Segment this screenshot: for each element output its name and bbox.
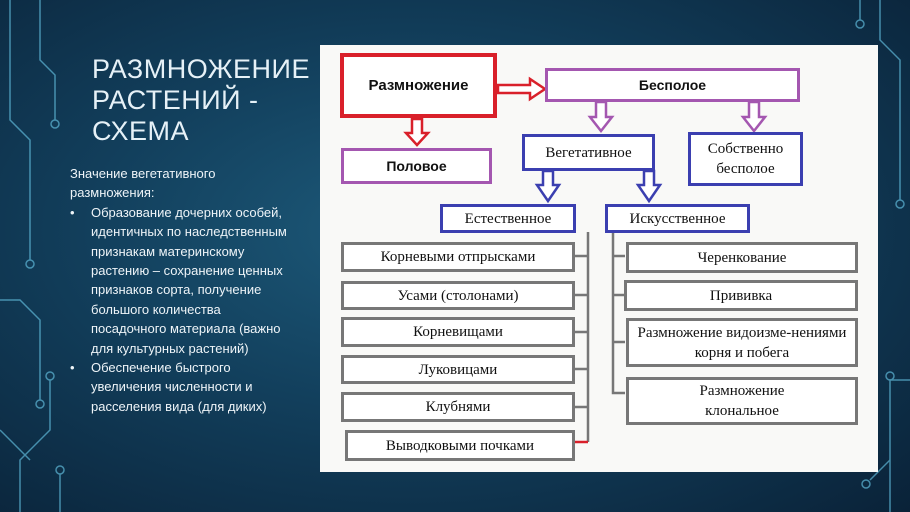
natural-box: Естественное — [440, 204, 576, 233]
natural-item-box: Луковицами — [341, 355, 575, 384]
proper-asexual-box: Собственно бесполое — [688, 132, 803, 186]
arrow-down-icon — [740, 100, 768, 134]
sexual-box: Половое — [341, 148, 492, 184]
bullet-symbol: • — [70, 360, 75, 376]
arrow-down-icon — [534, 169, 562, 204]
arrow-down-icon — [635, 169, 663, 204]
reproduction-diagram: Размножение Бесполое Половое Вегетативно… — [320, 45, 878, 472]
artificial-box: Искусственное — [605, 204, 750, 233]
root-reproduction-box: Размножение — [340, 53, 497, 118]
vegetative-box: Вегетативное — [522, 134, 655, 171]
artificial-item-box: Размножение видоизме-нениями корня и поб… — [626, 318, 858, 367]
artificial-item-box: Прививка — [624, 280, 858, 311]
slide-body: Значение вегетативного размножения: • Обр… — [70, 164, 295, 416]
bullet-text: Образование дочерних особей, идентичных … — [91, 204, 287, 356]
slide-title: РАЗМНОЖЕНИЕ РАСТЕНИЙ - СХЕМА — [92, 54, 310, 146]
natural-item-box: Клубнями — [341, 392, 575, 422]
arrow-down-icon — [403, 117, 431, 147]
bullet-item: • Образование дочерних особей, идентичных… — [70, 203, 295, 358]
artificial-item-box: Размножение клональное — [626, 377, 858, 425]
arrow-down-icon — [587, 100, 615, 134]
natural-item-box: Корневыми отпрысками — [341, 242, 575, 272]
natural-item-box: Усами (столонами) — [341, 281, 575, 310]
artificial-item-box: Черенкование — [626, 242, 858, 273]
bullet-symbol: • — [70, 204, 75, 220]
arrow-right-icon — [496, 76, 548, 102]
asexual-box: Бесполое — [545, 68, 800, 102]
intro-text: Значение вегетативного размножения: — [70, 166, 216, 201]
natural-item-box: Корневищами — [341, 317, 575, 347]
bullet-text: Обеспечение быстрого увеличения численно… — [91, 360, 267, 414]
natural-item-box: Выводковыми почками — [345, 430, 575, 461]
diagram-connectors — [403, 76, 768, 444]
bullet-item: • Обеспечение быстрого увеличения численн… — [70, 358, 295, 416]
